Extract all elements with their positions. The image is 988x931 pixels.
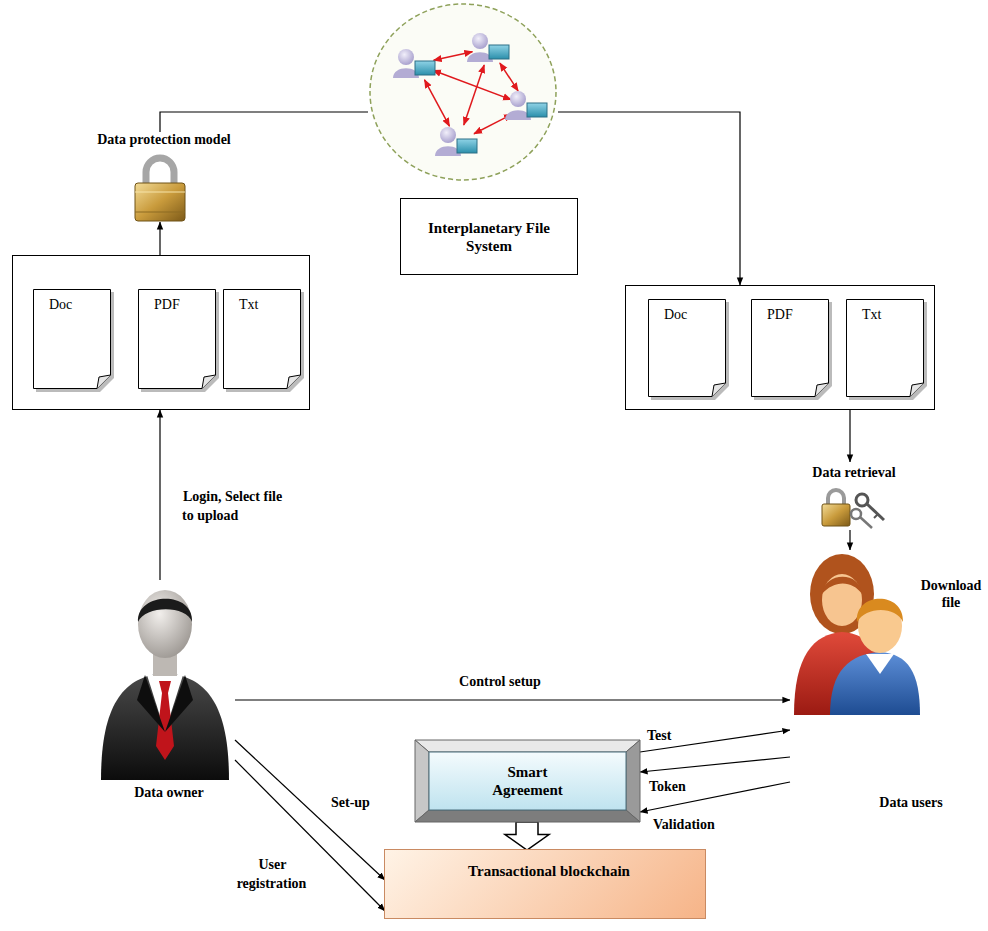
file-type: PDF — [154, 297, 218, 314]
edge-label: Test — [646, 728, 672, 743]
protection-node: Data protection model — [75, 132, 245, 222]
data-users-node: Download fileData users — [790, 550, 985, 815]
lock-icon — [130, 152, 190, 222]
users-label: Data users — [852, 795, 970, 812]
users-label-holder: Data users — [852, 795, 970, 812]
connector — [159, 222, 160, 255]
file-type-holder: PDF — [767, 307, 831, 324]
file-type-holder: Txt — [862, 307, 926, 324]
download-label: Download file — [914, 578, 988, 612]
file-type-holder: Doc — [49, 297, 113, 314]
edge-label: Set-up — [330, 795, 371, 810]
edge-label: Control setup — [458, 674, 542, 689]
smart-label-holder: Smart Agreement — [429, 752, 626, 810]
blockchain-label-holder: Transactional blockchain — [385, 862, 713, 880]
owner-label-holder: Data owner — [95, 785, 243, 802]
file-type-holder: PDF — [154, 297, 218, 314]
edge-label-holder: Test — [646, 726, 686, 745]
edge-label-holder: Validation — [652, 815, 732, 834]
ipfs-node: Interplanetary File System — [368, 2, 558, 277]
owner-label: Data owner — [95, 785, 243, 802]
block-arrow — [505, 822, 549, 850]
blockchain-box: Transactional blockchain — [385, 850, 705, 918]
data-owner-node: Data owner — [95, 580, 235, 805]
connector — [160, 112, 368, 132]
connector — [849, 410, 850, 462]
file-type: PDF — [767, 307, 831, 324]
smart-frame — [415, 740, 640, 822]
protection-label: Data protection model — [75, 132, 253, 149]
ipfs-cloud — [368, 2, 558, 187]
file-page: Doc — [33, 289, 111, 389]
upload-file-group: Doc PDF Txt — [12, 255, 310, 410]
ipfs-title-holder: Interplanetary File System — [400, 198, 578, 275]
page-shape — [846, 299, 928, 401]
edge-label-holder: Control setup — [440, 672, 560, 691]
ipfs-title: Interplanetary File System — [401, 215, 577, 259]
file-type-holder: Txt — [239, 297, 303, 314]
file-type-holder: Doc — [664, 307, 728, 324]
edge-label: Login, Select file to upload — [182, 489, 282, 523]
connector — [849, 530, 850, 550]
file-type: Doc — [664, 307, 728, 324]
file-page: PDF — [751, 299, 829, 397]
protection-label-holder: Data protection model — [75, 132, 253, 149]
edge-label-holder: Set-up — [330, 793, 390, 812]
data-owner-icon — [95, 580, 235, 780]
lock-key-icon — [818, 486, 888, 530]
connector — [235, 760, 385, 911]
file-page: Txt — [846, 299, 924, 397]
connector — [159, 410, 160, 580]
connector — [640, 757, 790, 772]
page-shape — [648, 299, 730, 401]
retrieved-file-group: Doc PDF Txt — [625, 285, 935, 410]
file-type: Doc — [49, 297, 113, 314]
blockchain-label: Transactional blockchain — [385, 862, 713, 880]
data-users-icon — [790, 550, 920, 715]
edge-label: User registration — [237, 857, 308, 891]
edge-label-holder: Login, Select file to upload — [182, 487, 294, 525]
connector — [558, 112, 740, 285]
edge-label-holder: User registration — [228, 855, 316, 893]
retrieval-label: Data retrieval — [790, 465, 918, 482]
edge-label-holder: Token — [648, 777, 698, 796]
retrieval-node: Data retrieval — [790, 462, 910, 530]
edge-label: Validation — [652, 817, 716, 832]
connector — [235, 699, 790, 700]
download-label-holder: Download file — [914, 578, 988, 612]
smart-label: Smart Agreement — [473, 763, 583, 799]
file-page: Doc — [648, 299, 726, 397]
file-type: Txt — [862, 307, 926, 324]
edge-label: Token — [648, 779, 687, 794]
file-type: Txt — [239, 297, 303, 314]
file-page: Txt — [223, 289, 301, 389]
retrieval-label-holder: Data retrieval — [790, 465, 918, 482]
file-page: PDF — [138, 289, 216, 389]
page-shape — [223, 289, 305, 393]
smart-agreement-box: Smart Agreement — [415, 740, 640, 822]
page-shape — [33, 289, 115, 393]
